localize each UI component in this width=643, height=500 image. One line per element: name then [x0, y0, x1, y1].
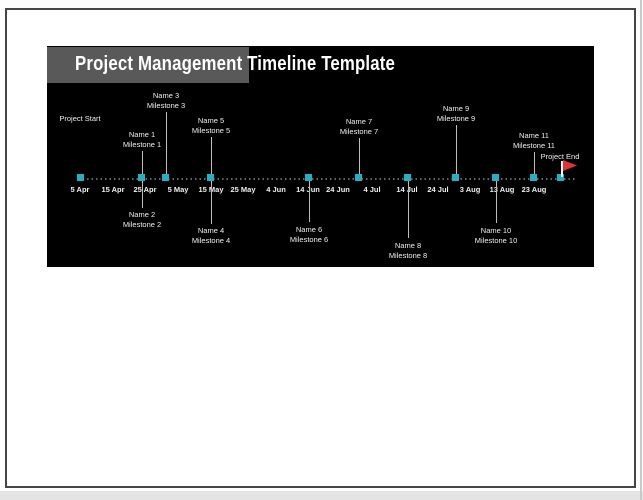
milestone-connector — [211, 181, 212, 224]
timeline-axis — [78, 178, 575, 180]
project-end-label: Project End — [540, 152, 580, 161]
milestone-label-line: Name 7 — [345, 117, 373, 126]
milestone-connector — [534, 152, 535, 174]
window-right-edge — [640, 0, 642, 500]
milestone-marker — [530, 174, 537, 181]
milestone-label-line: Name 3 — [152, 91, 180, 100]
milestone-connector — [142, 151, 143, 174]
milestone-connector — [309, 181, 310, 222]
axis-tick-label: 4 Jun — [266, 185, 286, 194]
axis-tick-label: 5 May — [167, 185, 189, 194]
timeline-panel: Project Management Timeline Template 5 A… — [47, 46, 594, 267]
axis-tick-label: 3 Aug — [459, 185, 481, 194]
milestone-label-line: Milestone 9 — [436, 114, 476, 123]
milestone-label-line: Milestone 11 — [513, 141, 555, 150]
milestone-connector — [359, 138, 360, 174]
milestone-connector — [211, 137, 212, 174]
milestone-label-line: Name 2 — [128, 210, 156, 219]
milestone-connector — [408, 181, 409, 238]
axis-tick-label: 4 Jul — [363, 185, 381, 194]
axis-tick-label: 14 Jun — [296, 185, 320, 194]
milestone-connector — [166, 112, 167, 174]
milestone-label-line: Milestone 8 — [388, 251, 428, 260]
milestone-marker — [557, 174, 564, 181]
milestone-label-line: Milestone 2 — [122, 220, 162, 229]
milestone-label-line: Milestone 7 — [339, 127, 379, 136]
milestone-label-line: Milestone 5 — [191, 126, 231, 135]
milestone-marker — [404, 174, 411, 181]
project-start-label: Project Start — [59, 114, 101, 123]
milestone-label-line: Name 1 — [128, 130, 156, 139]
milestone-marker — [305, 174, 312, 181]
axis-tick-label: 24 Jul — [427, 185, 449, 194]
milestone-marker — [355, 174, 362, 181]
milestone-label-line: Milestone 10 — [474, 236, 518, 245]
axis-tick-label: 25 May — [230, 185, 256, 194]
axis-tick-label: 25 Apr — [133, 185, 157, 194]
window-bottom-strip — [0, 491, 643, 500]
milestone-connector — [456, 125, 457, 174]
axis-tick-label: 23 Aug — [521, 185, 547, 194]
axis-tick-label: 24 Jun — [326, 185, 350, 194]
document-page: Project Management Timeline Template 5 A… — [5, 8, 636, 488]
end-flag-icon — [563, 160, 577, 171]
milestone-marker — [452, 174, 459, 181]
milestone-label-line: Name 5 — [197, 116, 225, 125]
axis-tick-label: 5 Apr — [70, 185, 90, 194]
milestone-marker — [162, 174, 169, 181]
milestone-marker — [138, 174, 145, 181]
milestone-label-line: Milestone 3 — [146, 101, 186, 110]
milestone-label-line: Name 6 — [295, 225, 323, 234]
milestone-connector — [142, 181, 143, 208]
title-highlight-box — [47, 47, 249, 83]
milestone-label-line: Name 4 — [197, 226, 225, 235]
milestone-connector — [496, 181, 497, 223]
milestone-label-line: Name 9 — [442, 104, 470, 113]
milestone-marker — [207, 174, 214, 181]
axis-tick-label: 15 Apr — [101, 185, 125, 194]
milestone-label-line: Milestone 6 — [289, 235, 329, 244]
end-flag-pole — [561, 161, 563, 177]
milestone-label-line: Milestone 4 — [191, 236, 231, 245]
milestone-label-line: Name 11 — [519, 131, 549, 140]
milestone-label-line: Milestone 1 — [122, 140, 162, 149]
axis-tick-label: 13 Aug — [489, 185, 515, 194]
milestone-marker — [492, 174, 499, 181]
axis-tick-label: 14 Jul — [396, 185, 418, 194]
milestone-label-line: Name 10 — [480, 226, 512, 235]
milestone-marker — [77, 174, 84, 181]
timeline-title: Project Management Timeline Template — [75, 53, 396, 75]
milestone-label-line: Name 8 — [394, 241, 422, 250]
